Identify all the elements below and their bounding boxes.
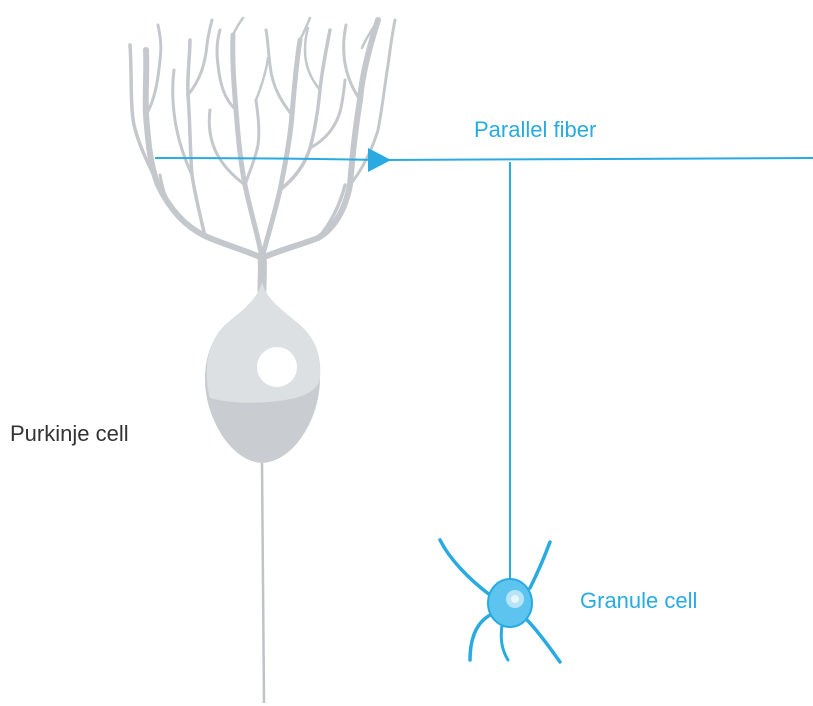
granule-cell-label: Granule cell — [580, 588, 697, 614]
granule-nucleolus — [511, 595, 519, 603]
granule-cell — [440, 540, 560, 662]
parallel-fiber-label: Parallel fiber — [474, 117, 596, 143]
purkinje-axon — [262, 463, 264, 703]
granule-dendrite — [470, 615, 490, 660]
parallel-fiber-arrowhead — [368, 148, 391, 172]
granule-dendrite — [501, 625, 508, 660]
purkinje-dendrites — [130, 18, 395, 290]
granule-dendrite — [530, 542, 550, 588]
granule-dendrite — [440, 540, 490, 595]
purkinje-soma — [205, 282, 320, 463]
purkinje-nucleus — [257, 347, 297, 387]
purkinje-cell-label: Purkinje cell — [10, 421, 129, 447]
granule-dendrite — [527, 620, 560, 662]
